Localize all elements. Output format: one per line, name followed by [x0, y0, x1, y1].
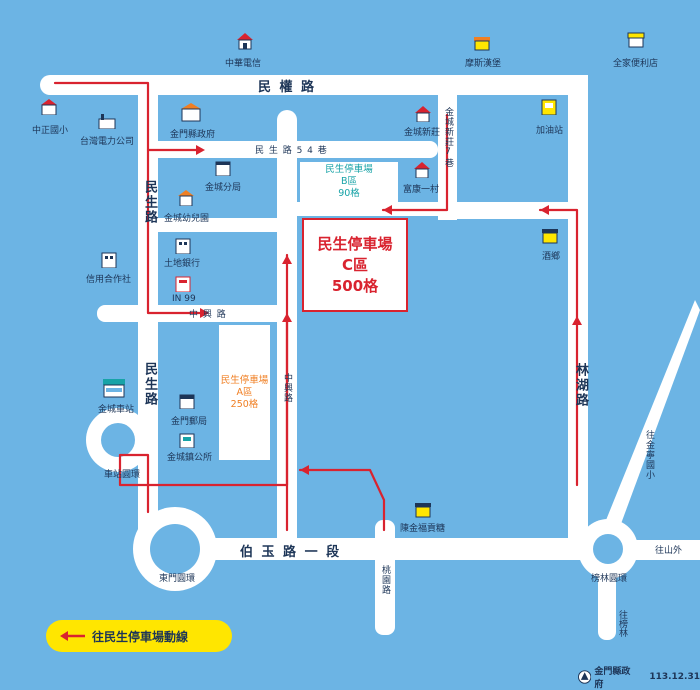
kindergarten-icon [178, 190, 194, 206]
road-inner-1 [158, 218, 278, 232]
road-label-taoyuan: 桃園路 [380, 565, 390, 595]
place-zhongzheng: 中正國小 [32, 126, 69, 136]
road-to-bangzhuang [598, 560, 616, 640]
lot-a-spaces: 250格 [230, 398, 259, 410]
lot-a-zone: A區 [236, 386, 253, 398]
route-line-boyu [298, 468, 386, 532]
police-station-icon [215, 161, 231, 176]
road-to-shanwai [620, 540, 700, 560]
road-label-minsheng-lower: 民生路 [142, 362, 157, 407]
arrowhead-8 [572, 316, 582, 325]
place-bus-station: 金城車站 [98, 405, 135, 415]
road-label-to-bangzhuang: 往榜林 [617, 610, 627, 637]
place-station-roundabout: 車站圓環 [104, 470, 141, 480]
place-gas: 加油站 [536, 126, 564, 136]
arrowhead-1 [200, 308, 209, 318]
lot-b-title: 民生停車場 [325, 164, 373, 175]
lot-b-spaces: 90格 [338, 188, 360, 199]
route-line-west [53, 81, 202, 315]
place-wine: 酒鄉 [542, 252, 561, 262]
parking-lot-a: 民生停車場 A區 250格 [219, 325, 270, 460]
town-office-icon [179, 433, 195, 448]
road-taoyuan [375, 520, 395, 635]
lot-c-spaces: 500格 [331, 276, 379, 295]
arrowhead-7 [300, 465, 309, 475]
road-inner-2 [290, 202, 440, 216]
bank-icon [175, 238, 191, 254]
home-icon [237, 33, 253, 50]
parking-lot-c: 民生停車場 C區 500格 [302, 218, 408, 312]
road-label-to-jinsha: 往金寧國小 [644, 430, 654, 480]
gas-station-icon [541, 99, 557, 115]
road-label-to-shanwai: 往山外 [655, 546, 683, 556]
logo-text: 金門縣政府 [594, 667, 631, 690]
place-taipower: 台灣電力公司 [80, 137, 135, 147]
post-office-icon [179, 394, 195, 409]
road-label-boyu: 伯 玉 路 一 段 [240, 545, 342, 560]
place-cht: 中華電信 [225, 59, 262, 69]
bangzhuang-roundabout-center [593, 534, 623, 564]
arrowhead-5 [383, 205, 392, 215]
legend-text: 往民生停車場動線 [92, 629, 189, 644]
shop-icon-wine [542, 229, 558, 244]
map-date: 113.12.31 [649, 672, 700, 682]
bus-station-icon [103, 379, 125, 398]
place-post: 金門郵局 [171, 417, 208, 427]
hotel-icon [175, 276, 191, 292]
store-icon [627, 32, 645, 48]
house-icon-fukang [414, 162, 430, 178]
place-in99: IN 99 [172, 294, 196, 304]
lot-a-title: 民生停車場 [220, 374, 269, 386]
place-fukang: 富康一村 [403, 185, 440, 195]
place-chen-jin-fu: 陳金福貢糖 [400, 524, 446, 534]
road-east-lane [438, 202, 588, 219]
place-county-gov: 金門縣政府 [170, 130, 216, 140]
house-icon [415, 106, 431, 122]
place-jincheng-xinzhuang: 金城新莊 [404, 128, 441, 138]
place-police: 金城分局 [205, 183, 242, 193]
east-gate-roundabout-center [150, 524, 200, 574]
lot-b-zone: B區 [340, 176, 358, 187]
road-label-zhongxing: 中 興 路 [189, 310, 227, 320]
road-diagonal [600, 300, 700, 540]
arrowhead-4 [282, 255, 292, 264]
road-gas-station [568, 75, 588, 220]
lot-c-title: 民生停車場 [317, 234, 393, 253]
route-line-linhu [538, 208, 579, 487]
place-familymart: 全家便利店 [613, 59, 659, 69]
government-building-icon [181, 103, 201, 122]
school-icon [41, 99, 57, 115]
road-label-minquan: 民 權 路 [258, 80, 317, 95]
parking-lot-b: 民生停車場 B區 90格 [300, 162, 398, 202]
arrowhead-3 [282, 313, 292, 322]
place-east-gate-roundabout: 東門圓環 [159, 574, 196, 584]
footer: 金門縣政府 113.12.31 [578, 664, 700, 690]
red-arrow-icon [60, 631, 85, 641]
road-label-minsheng54: 民 生 路 5 4 巷 [255, 146, 328, 156]
station-roundabout-center [101, 423, 135, 457]
road-label-zhongxing-vertical: 中興路 [282, 373, 292, 403]
place-town-office: 金城鎮公所 [167, 453, 213, 463]
place-mos: 摩斯漢堡 [465, 59, 502, 69]
shop-icon-candy [415, 503, 431, 518]
road-label-minsheng-upper: 民生路 [142, 180, 157, 225]
lot-c-zone: C區 [341, 255, 368, 274]
county-seal-icon [578, 670, 592, 684]
arrowhead-2 [196, 145, 205, 155]
route-line-lane7 [381, 113, 449, 212]
road-label-jincheng-lane7: 金城新莊7巷 [443, 107, 453, 168]
road-label-linhu: 林湖路 [573, 363, 588, 408]
place-credit-coop: 信用合作社 [86, 275, 132, 285]
place-bangzhuang-roundabout: 榜林圓環 [591, 574, 628, 584]
route-legend: 往民生停車場動線 [46, 620, 232, 652]
shop-icon [474, 37, 490, 51]
arrowhead-6 [540, 205, 549, 215]
office-building-icon [101, 252, 117, 268]
place-kindergarten: 金城幼兒園 [164, 214, 210, 224]
place-land-bank: 土地銀行 [164, 259, 201, 269]
factory-icon [98, 114, 116, 129]
